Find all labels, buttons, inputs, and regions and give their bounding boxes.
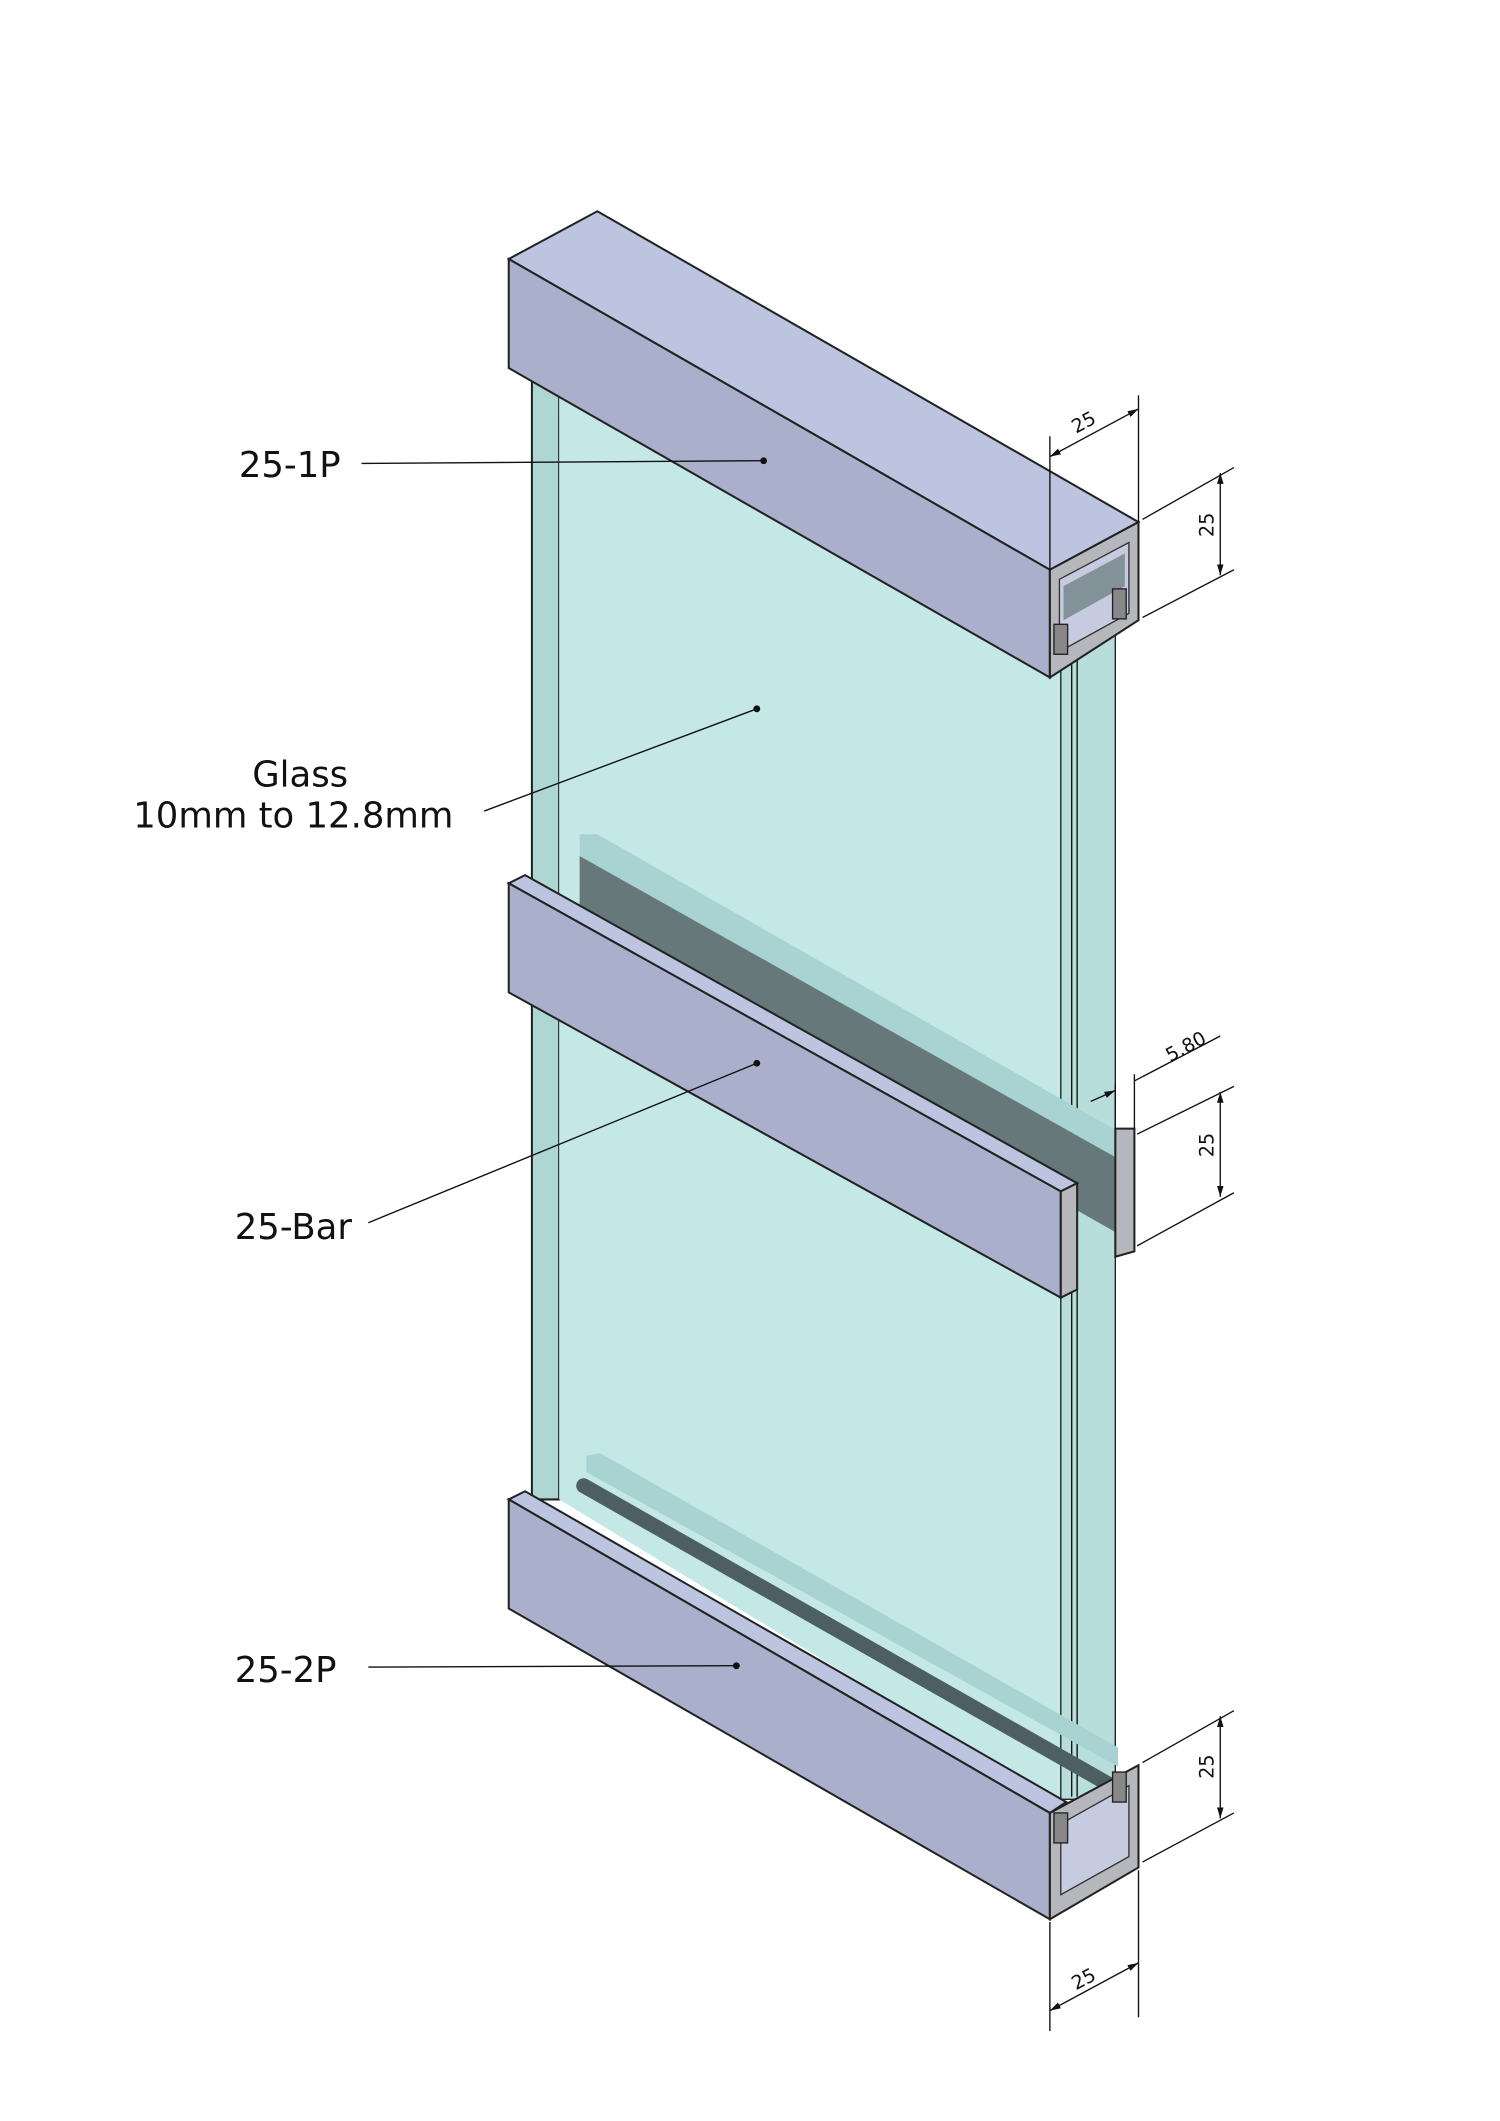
label-glass: Glass 10mm to 12.8mm (133, 705, 761, 836)
label-bar: 25-Bar (235, 1059, 761, 1248)
label-25-bar: 25-Bar (235, 1207, 353, 1248)
label-glass-title: Glass (252, 755, 348, 796)
dimension-bar-height: 25 (1136, 1085, 1235, 1247)
svg-text:25: 25 (1196, 1754, 1218, 1778)
dimension-bottom-height: 25 (1142, 1710, 1235, 1863)
svg-text:25: 25 (1196, 1133, 1218, 1157)
bottom-profile-25-2p (506, 1490, 1140, 1922)
dimension-top-height: 25 (1142, 466, 1235, 619)
svg-text:25: 25 (1196, 513, 1218, 537)
bottom-gasket (576, 1453, 1119, 1794)
svg-text:5.80: 5.80 (1162, 1027, 1210, 1066)
top-profile-25-1p (506, 210, 1141, 680)
label-25-2p: 25-2P (235, 1650, 337, 1691)
bar-25-bar (506, 873, 1080, 1300)
svg-text:25: 25 (1068, 407, 1100, 438)
label-25-1p: 25-1P (239, 445, 341, 486)
label-glass-thickness: 10mm to 12.8mm (133, 795, 453, 836)
label-bottom-profile: 25-2P (235, 1650, 740, 1691)
svg-text:25: 25 (1068, 1964, 1100, 1995)
label-top-profile: 25-1P (239, 445, 768, 486)
